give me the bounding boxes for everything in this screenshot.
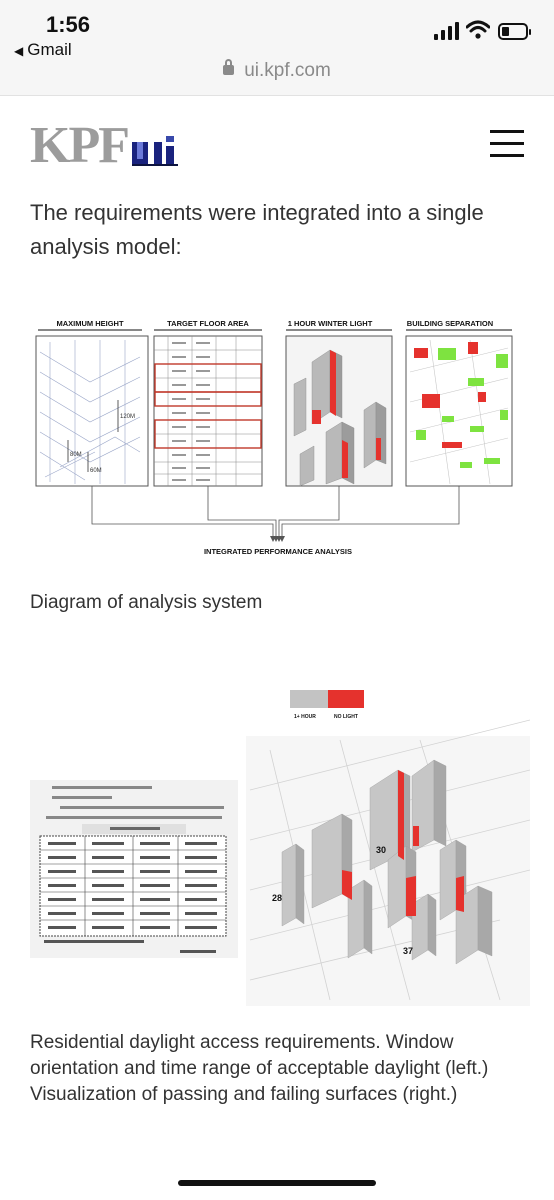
- panel-title-winter-light: 1 HOUR WINTER LIGHT: [288, 319, 373, 328]
- building-label-37: 37: [403, 946, 413, 956]
- daylight-access-images: 1+ HOUR NO LIGHT: [30, 690, 530, 1006]
- home-indicator[interactable]: [178, 1180, 376, 1186]
- integrated-analysis-label: INTEGRATED PERFORMANCE ANALYSIS: [204, 547, 352, 556]
- battery-icon: [498, 23, 531, 40]
- url-text: ui.kpf.com: [244, 60, 331, 81]
- panel-building-separation: [405, 335, 513, 487]
- panel-title-floor-area: TARGET FLOOR AREA: [167, 319, 249, 328]
- browser-status-bar: 1:56 ◀Gmail ui.kpf.com: [0, 0, 554, 96]
- height-label-60m: 60M: [90, 468, 102, 474]
- analysis-system-diagram: MAXIMUM HEIGHT TARGET FLOOR AREA 1 HOUR …: [35, 319, 513, 556]
- back-to-app-link[interactable]: ◀Gmail: [14, 40, 72, 60]
- address-bar[interactable]: ui.kpf.com: [0, 59, 554, 82]
- daylight-requirements-table-scan: [30, 780, 238, 958]
- intro-paragraph: The requirements were integrated into a …: [30, 200, 484, 259]
- hamburger-menu-icon[interactable]: [490, 130, 524, 158]
- back-triangle-icon: ◀: [14, 44, 24, 58]
- height-label-120m: 120M: [120, 414, 135, 420]
- legend-fail: NO LIGHT: [334, 714, 358, 720]
- panel-floor-area-table: [153, 335, 263, 487]
- panel-winter-light: [285, 335, 393, 487]
- daylight-3d-visualization: 1+ HOUR NO LIGHT: [246, 690, 530, 1006]
- height-label-80m: 80M: [70, 452, 82, 458]
- cellular-signal-icon: [434, 22, 460, 40]
- clock: 1:56: [46, 12, 91, 37]
- legend-pass: 1+ HOUR: [294, 714, 316, 720]
- panel-title-max-height: MAXIMUM HEIGHT: [56, 319, 123, 328]
- panel-title-separation: BUILDING SEPARATION: [407, 319, 493, 328]
- logo-ui-mark: [132, 136, 178, 166]
- building-label-28: 28: [272, 893, 282, 903]
- building-label-30: 30: [376, 845, 386, 855]
- logo-wordmark: KPF: [30, 117, 130, 174]
- daylight-caption: Residential daylight access requirements…: [30, 1032, 489, 1105]
- back-app-label: Gmail: [27, 40, 72, 59]
- diagram-caption: Diagram of analysis system: [30, 592, 263, 613]
- lock-icon: [223, 59, 235, 75]
- wifi-icon: [466, 20, 490, 39]
- panel-max-height: 120M 80M 60M: [35, 335, 149, 487]
